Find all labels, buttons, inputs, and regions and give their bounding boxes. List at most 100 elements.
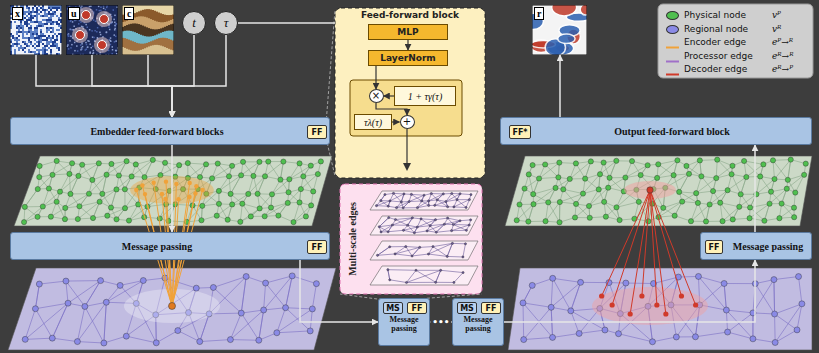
node-text: FF bbox=[312, 128, 323, 137]
operator-circle: × bbox=[369, 89, 384, 103]
legend-box bbox=[658, 4, 813, 78]
stage-bar: Message passing FF bbox=[700, 232, 812, 260]
node-text: + bbox=[403, 117, 411, 127]
stage-bar: Message passing FF bbox=[10, 232, 330, 260]
field-image bbox=[532, 5, 587, 55]
ff-badge: FF bbox=[407, 302, 427, 314]
node-text: MS bbox=[386, 304, 400, 313]
legend-swatch bbox=[666, 25, 679, 34]
multiscale-box: Multi-scale edges bbox=[340, 184, 482, 294]
legend-symbol: eᴿ→ᴿ bbox=[772, 50, 793, 63]
regional-graph bbox=[8, 268, 336, 350]
legend-text: Regional node bbox=[684, 23, 748, 36]
scalar-circle: t bbox=[182, 11, 206, 35]
connector bbox=[36, 55, 172, 117]
physical-graph bbox=[14, 156, 332, 226]
connector bbox=[300, 260, 378, 322]
edge-label: ••• bbox=[430, 317, 451, 327]
connector bbox=[375, 66, 376, 89]
node-text: LayerNorm bbox=[380, 53, 435, 63]
node-text: u bbox=[68, 7, 80, 20]
legend-swatch bbox=[666, 11, 679, 20]
node-text: τ bbox=[224, 15, 229, 31]
connector bbox=[238, 22, 335, 24]
layer-box: LayerNorm bbox=[368, 50, 448, 66]
node-text: 1 + τγ(τ) bbox=[408, 91, 443, 102]
field-image: x bbox=[10, 5, 62, 55]
node-text: Message passing bbox=[122, 241, 192, 252]
node-text: Message passing bbox=[379, 315, 429, 333]
connector bbox=[148, 55, 172, 117]
node-text: MLP bbox=[397, 27, 418, 37]
legend-symbol: vᴾ bbox=[772, 9, 781, 22]
node-text: FF bbox=[709, 243, 720, 252]
zoom-line bbox=[326, 10, 335, 124]
connector bbox=[92, 55, 172, 117]
connector bbox=[504, 260, 755, 322]
legend-line bbox=[666, 38, 679, 47]
connector bbox=[407, 40, 408, 50]
field-image: r bbox=[532, 5, 587, 55]
processor-box: Message passing MS FF bbox=[378, 298, 430, 346]
connector bbox=[392, 121, 400, 122]
modulation-term: 1 + τγ(τ) bbox=[394, 86, 456, 106]
connector bbox=[754, 145, 756, 232]
output-line bbox=[406, 136, 407, 164]
field-image bbox=[10, 5, 62, 55]
legend-line bbox=[666, 65, 679, 74]
connector bbox=[171, 145, 173, 232]
decoder-edges bbox=[592, 181, 708, 325]
operator-circle: + bbox=[400, 115, 415, 129]
multiscale-layer bbox=[370, 191, 478, 210]
regional-graph bbox=[508, 268, 812, 350]
legend-symbol: eᴾ→ᴿ bbox=[772, 36, 793, 49]
node-text: x bbox=[12, 7, 23, 20]
legend-symbol: eᴿ→ᴾ bbox=[772, 63, 793, 76]
modulation-term: τλ(τ) bbox=[354, 114, 392, 130]
legend-row: Physical node bbox=[662, 9, 812, 22]
field-image: c bbox=[122, 5, 174, 55]
multiscale-layer bbox=[370, 266, 478, 285]
node-text: FF bbox=[412, 304, 423, 313]
feed-forward-panel: Feed-forward blockMLPLayerNorm×1 + τγ(τ)… bbox=[335, 8, 485, 178]
node-text: × bbox=[372, 91, 380, 101]
legend-line bbox=[666, 52, 679, 61]
node-text: Message passing bbox=[733, 241, 803, 252]
node-text: FF bbox=[486, 304, 497, 313]
connector bbox=[172, 35, 194, 117]
legend-row: Regional node bbox=[662, 23, 812, 36]
scalar-circle: τ bbox=[214, 11, 238, 35]
ff-badge: FF bbox=[307, 240, 327, 254]
ff-badge: FF bbox=[705, 240, 723, 254]
legend-symbol: vᴿ bbox=[772, 23, 781, 36]
ms-badge: MS bbox=[457, 302, 477, 314]
node-text: FF bbox=[312, 243, 323, 252]
ff-badge: FF bbox=[481, 302, 501, 314]
physical-graph bbox=[505, 156, 812, 226]
node-text: Embedder feed-forward blocks bbox=[90, 126, 223, 137]
legend-text: Physical node bbox=[684, 9, 746, 22]
ff-badge: FF* bbox=[509, 125, 531, 139]
node-text: MS bbox=[460, 304, 474, 313]
multiscale-layer bbox=[370, 216, 478, 235]
layer-box: MLP bbox=[368, 24, 448, 40]
ff-badge: FF bbox=[307, 125, 327, 139]
stage-bar: Output feed-forward block FF* bbox=[500, 117, 812, 145]
connector bbox=[384, 95, 395, 96]
stage-bar: Embedder feed-forward blocks FF bbox=[10, 117, 330, 145]
connector bbox=[172, 35, 226, 117]
modulation-box bbox=[350, 80, 462, 136]
field-image bbox=[66, 5, 118, 55]
node-text: c bbox=[124, 7, 134, 20]
multiscale-outline bbox=[340, 184, 482, 294]
legend-text: Decoder edge bbox=[684, 63, 747, 76]
node-text: τλ(τ) bbox=[364, 117, 382, 128]
ms-badge: MS bbox=[383, 302, 403, 314]
panel-outline bbox=[335, 8, 485, 178]
node-text: Message passing bbox=[453, 315, 503, 333]
node-text: Output feed-forward block bbox=[614, 126, 730, 137]
legend-text: Processor edge bbox=[684, 50, 753, 63]
